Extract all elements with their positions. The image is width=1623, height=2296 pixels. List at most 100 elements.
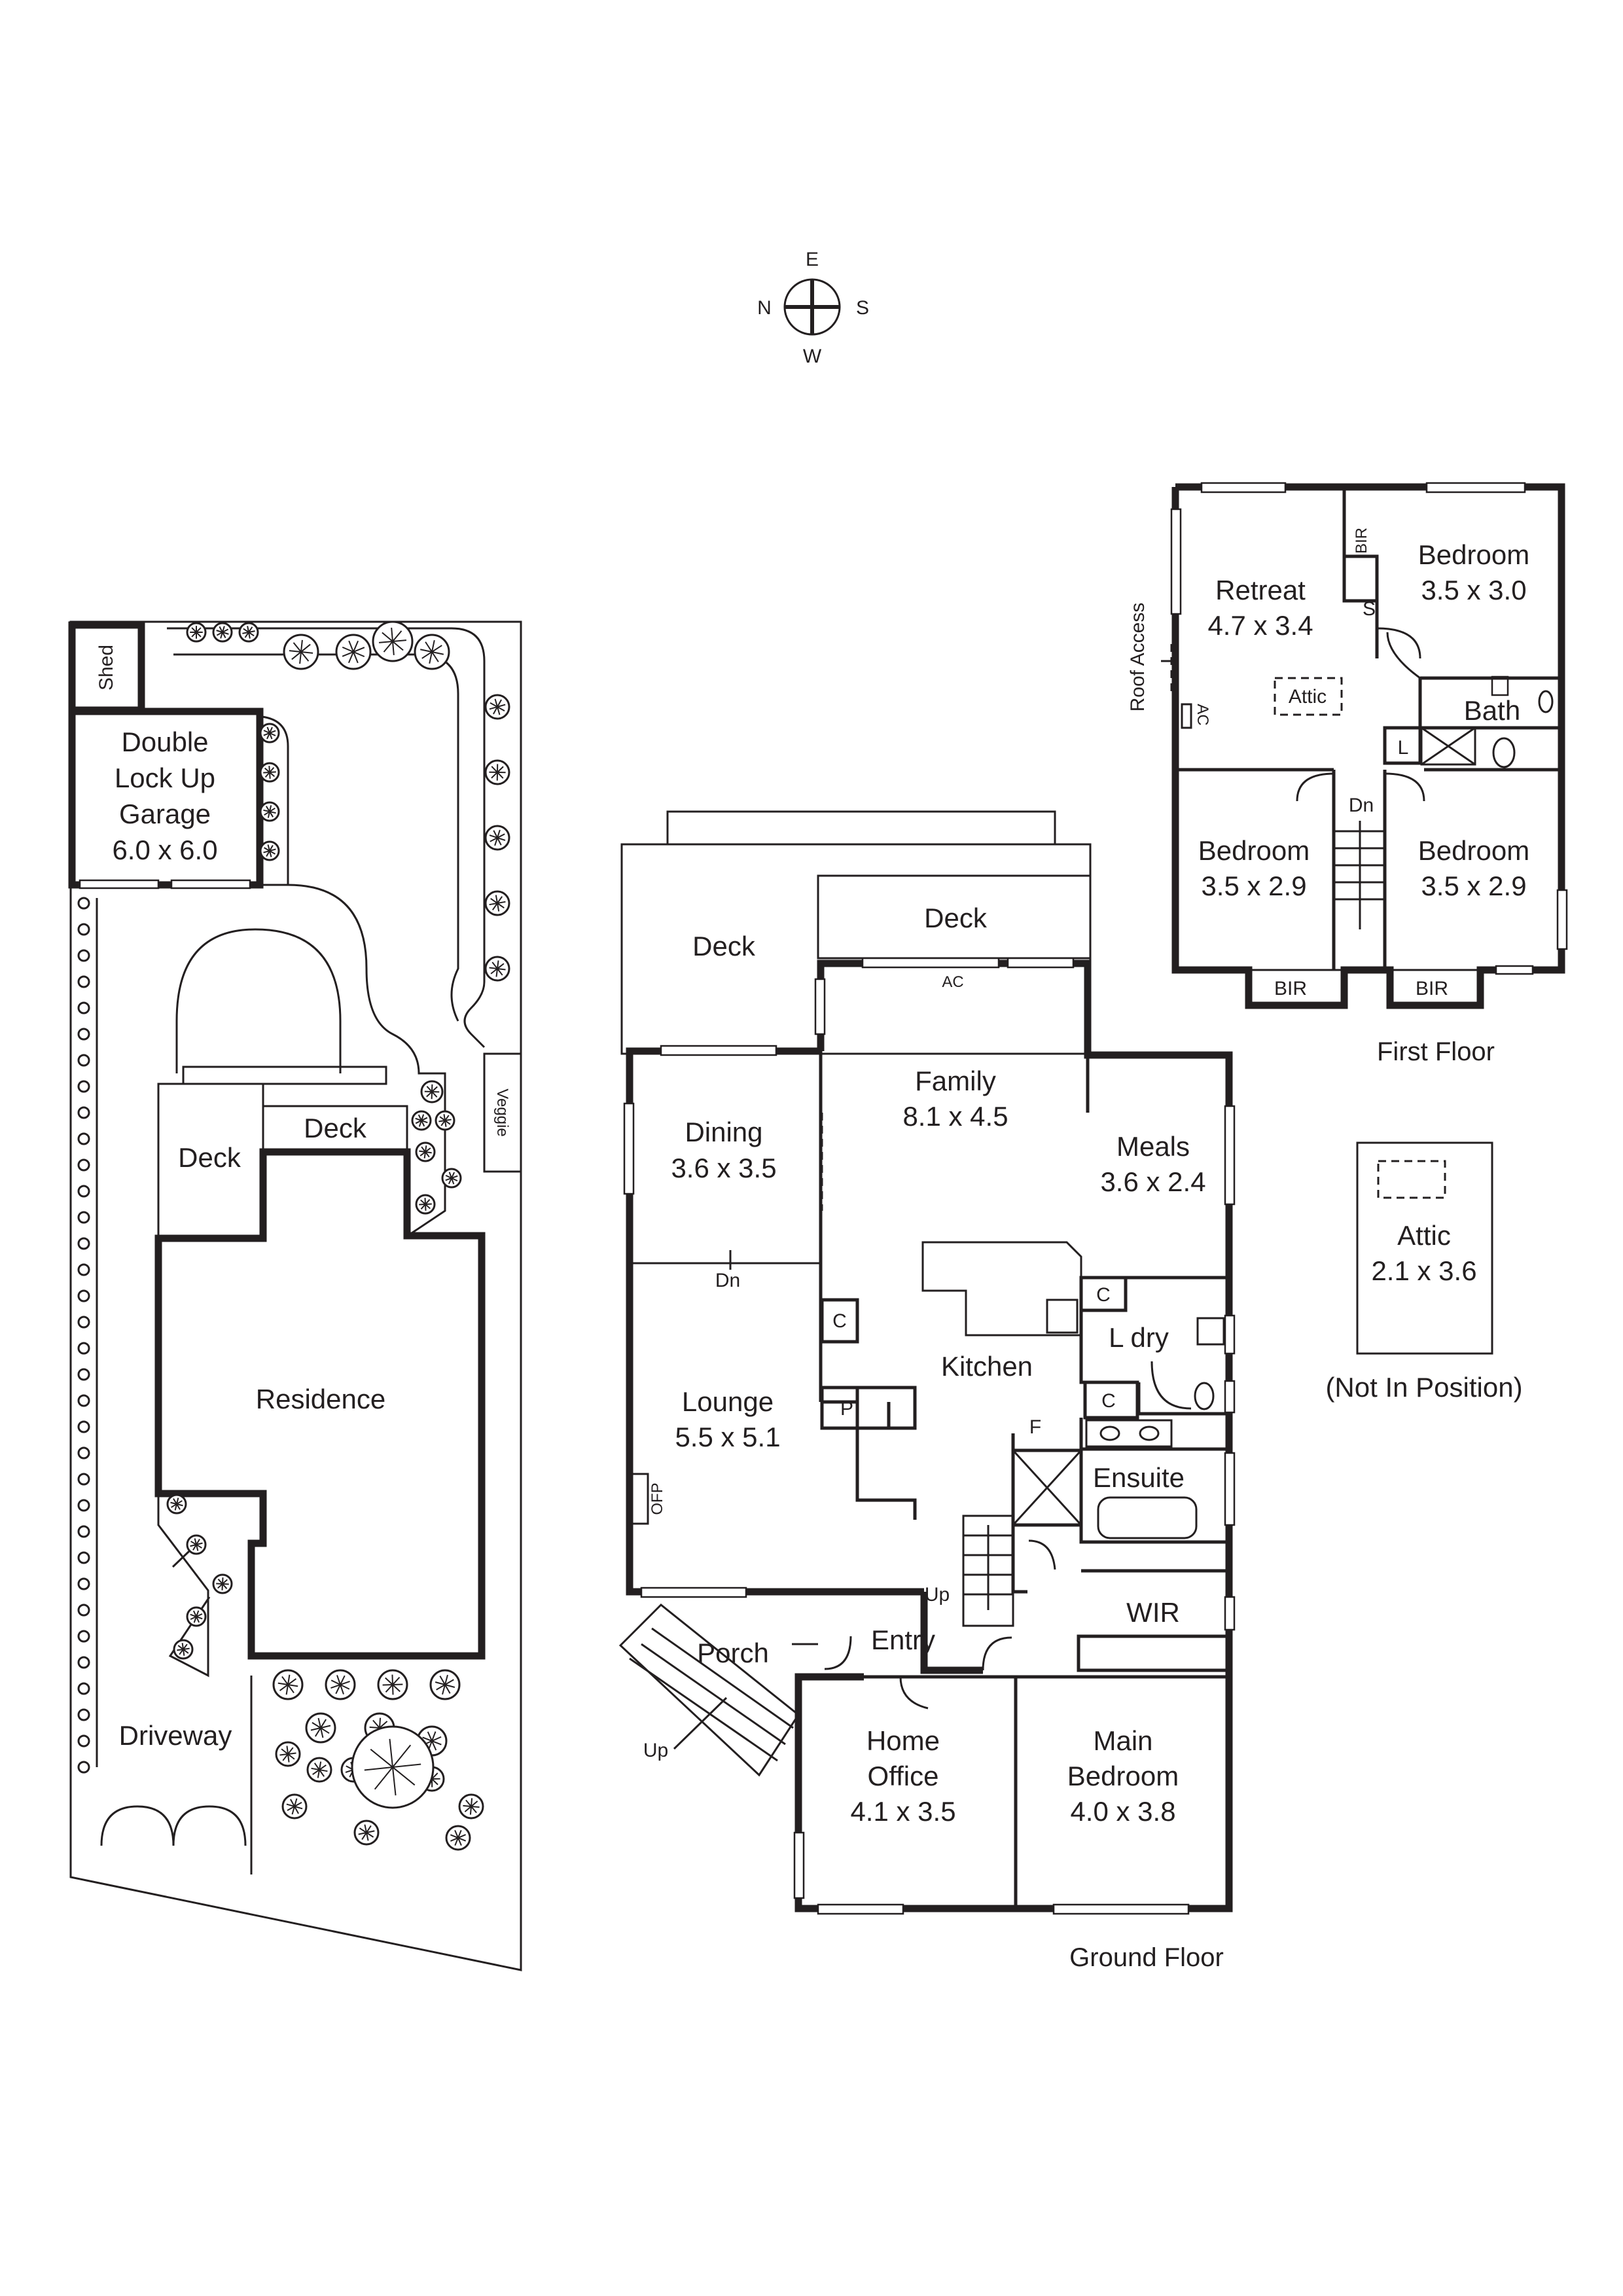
- ff-bedroom-ne-door: [1386, 632, 1421, 679]
- ff-ac-unit: [1181, 703, 1192, 729]
- main-bedroom-label-1: Main: [1093, 1725, 1152, 1756]
- site-plan: Shed Double Lock Up Garage 6.0 x 6.0 Veg…: [68, 620, 522, 1971]
- shrub-icon: [458, 1793, 484, 1820]
- hedge-shrub-icon: [77, 1054, 90, 1067]
- window-bedroom-south: [1052, 1903, 1190, 1915]
- home-office-label-1: Home: [866, 1725, 940, 1756]
- shrub-icon: [212, 622, 233, 643]
- bathtub: [1097, 1496, 1198, 1539]
- lounge-label: Lounge: [682, 1386, 774, 1417]
- garage-door-right: [170, 879, 251, 889]
- hedge-shrub-icon: [77, 1604, 90, 1617]
- garage-label-1: Double: [121, 726, 208, 757]
- hedge-shrub-icon: [77, 1316, 90, 1329]
- hedge-shrub-icon: [77, 1656, 90, 1669]
- compass-west-label: W: [803, 346, 822, 367]
- dining-dn-label: Dn: [715, 1270, 740, 1291]
- shrub-icon: [484, 890, 510, 916]
- ff-bath-bottom: [1386, 726, 1563, 764]
- hedge-shrub-icon: [77, 1185, 90, 1198]
- shrub-icon: [281, 1793, 308, 1820]
- ff-wall-retreat-bedroom: [1342, 487, 1379, 627]
- ground-entry-wall: [920, 1592, 983, 1674]
- retreat-label: Retreat: [1215, 575, 1306, 605]
- hedge-shrub-icon: [77, 1473, 90, 1486]
- ensuite-label: Ensuite: [1093, 1462, 1185, 1493]
- site-boundary: [69, 620, 522, 1971]
- hedge-shrub-icon: [77, 1028, 90, 1041]
- first-floor-plan: Retreat 4.7 x 3.4 Bedroom 3.5 x 3.0 Bedr…: [1127, 482, 1568, 1066]
- compass-north-label: N: [757, 297, 772, 319]
- bedroom-ne-label: Bedroom: [1418, 539, 1529, 570]
- ff-attic-label: Attic: [1289, 686, 1327, 708]
- home-office-size: 4.1 x 3.5: [850, 1796, 955, 1827]
- shrub-icon: [351, 1725, 435, 1809]
- hedge-shrub-icon: [77, 1630, 90, 1643]
- shrub-icon: [441, 1168, 462, 1189]
- window-dining-west: [623, 1102, 635, 1195]
- toilet-1: [1194, 1382, 1215, 1410]
- shrub-icon: [272, 1669, 304, 1700]
- shrub-icon: [173, 1639, 194, 1660]
- veggie-bed: [483, 1052, 522, 1173]
- hedge-shrub-icon: [77, 1106, 90, 1119]
- driveway-label: Driveway: [119, 1720, 232, 1751]
- bath-label: Bath: [1464, 695, 1520, 726]
- shrub-icon: [186, 1534, 207, 1555]
- garage: [68, 708, 264, 889]
- ff-bir-left-box: [1247, 969, 1346, 1007]
- hedge-shrub-icon: [77, 1263, 90, 1276]
- shrub-icon: [259, 801, 280, 822]
- ff-stair-treads: [1335, 821, 1383, 929]
- ff-window-4: [1556, 889, 1568, 950]
- porch-steps: [618, 1603, 800, 1777]
- hedge-shrub-icon: [77, 1577, 90, 1590]
- hedge-shrub-icon: [77, 1158, 90, 1172]
- hedge-shrub-icon: [77, 1682, 90, 1695]
- hedge-shrub-icon: [77, 897, 90, 910]
- shrub-icon: [484, 825, 510, 851]
- ensuite-door: [1028, 1539, 1056, 1570]
- main-bedroom-label-2: Bedroom: [1067, 1761, 1179, 1791]
- stairs-up-label: Up: [925, 1584, 950, 1605]
- hedge-shrub-icon: [77, 1289, 90, 1302]
- hedge-shrub-icon: [77, 1237, 90, 1250]
- bedroom-ne-size: 3.5 x 3.0: [1421, 575, 1526, 605]
- window-meals: [1224, 1105, 1236, 1206]
- shrub-icon: [420, 1080, 444, 1103]
- cupboard-c1: [1079, 1276, 1128, 1312]
- cupboard-c2-label: C: [1101, 1390, 1116, 1412]
- hedge-shrub-icon: [77, 1342, 90, 1355]
- compass-east-label: E: [806, 249, 819, 270]
- cupboard-c2: [1083, 1380, 1139, 1420]
- hedge-shrub-icon: [77, 1551, 90, 1564]
- hedge-shrub-icon: [77, 1211, 90, 1224]
- window-office-west: [793, 1831, 805, 1899]
- pond-arch: [175, 928, 342, 1073]
- bedroom-se-size: 3.5 x 2.9: [1421, 870, 1526, 901]
- wall-lounge-kitchen: [821, 1386, 917, 1520]
- first-floor-caption: First Floor: [1377, 1037, 1495, 1066]
- office-door: [899, 1676, 929, 1710]
- hedge-shrub-icon: [77, 1368, 90, 1381]
- attic-outline: [1356, 1141, 1493, 1355]
- hedge-shrub-icon: [77, 923, 90, 936]
- hedge-shrub-icon: [77, 1394, 90, 1407]
- ff-basin: [1538, 690, 1554, 713]
- kitchen-island: [921, 1241, 1082, 1336]
- compass-rose: E N S W: [757, 249, 869, 367]
- site-deck-top-label: Deck: [304, 1113, 367, 1143]
- residence-label: Residence: [256, 1384, 385, 1414]
- cooktop: [1046, 1299, 1079, 1334]
- ff-s-label: S: [1363, 598, 1376, 620]
- pantry-p-label: P: [840, 1398, 853, 1420]
- shrub-icon: [484, 694, 510, 720]
- attic-inset-hatch: [1377, 1160, 1446, 1199]
- hedge-shrub-icon: [77, 1001, 90, 1014]
- bedroom-se-label: Bedroom: [1418, 835, 1529, 866]
- bedroom-sw-size: 3.5 x 2.9: [1201, 870, 1306, 901]
- attic-inset: Attic 2.1 x 3.6 (Not In Position): [1325, 1141, 1523, 1403]
- garage-label-3: Garage: [119, 798, 211, 829]
- shrub-icon: [212, 1573, 233, 1594]
